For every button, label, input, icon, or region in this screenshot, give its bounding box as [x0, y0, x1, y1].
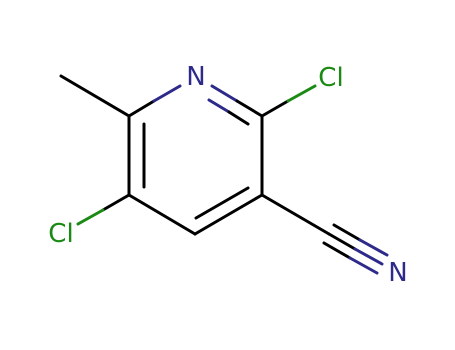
bond-c2-cl-cl	[286, 84, 317, 103]
atom-n-nitrile-label: N	[388, 258, 407, 288]
bond-c4-c5	[127, 193, 197, 236]
bond-n1-c2-inner-n	[207, 98, 231, 114]
atom-n1-label: N	[186, 62, 205, 92]
atom-cl-2-label: Cl	[318, 63, 343, 93]
bond-c3-c4-outer	[193, 193, 264, 236]
bond-n1-c2-outer-c	[235, 99, 264, 118]
ring-bonds	[127, 84, 264, 236]
bond-c3-c4-inner	[194, 186, 250, 220]
bond-cn-triple-3-n	[348, 256, 379, 275]
atom-cl-5-label: Cl	[48, 219, 73, 249]
bond-c3-cn	[260, 193, 331, 236]
bond-n1-c2-inner-c	[227, 110, 250, 126]
bond-c5-cl-c	[101, 193, 131, 212]
bond-c6-methyl	[59, 74, 131, 118]
atom-labels: N Cl Cl N	[48, 62, 407, 288]
bond-c2-cl-c	[260, 99, 290, 118]
bond-c6-n1-c	[127, 99, 156, 118]
bond-cn-triple-2-n	[358, 238, 389, 257]
substituent-bonds	[59, 74, 389, 275]
bond-c5-cl-cl	[76, 208, 105, 226]
bond-c6-n1-n	[152, 84, 182, 103]
bond-cn-triple-1-c	[327, 232, 357, 251]
bond-cn-triple-1-n	[353, 247, 384, 266]
bond-cn-triple-2-c	[332, 223, 362, 242]
bond-cn-triple-3-c	[322, 241, 352, 260]
bond-n1-c2-outer-n	[210, 84, 239, 103]
